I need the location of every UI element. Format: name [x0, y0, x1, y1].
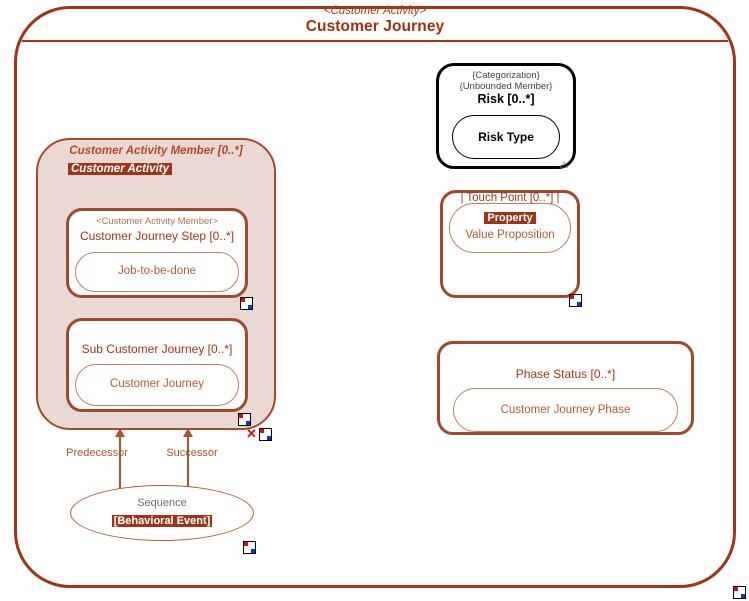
customer-activity-member-stereotype: Customer Activity Member [0..*]	[69, 145, 243, 157]
risk-name: Risk [0..*]	[477, 92, 535, 106]
page-stereotype: <Customer Activity>	[323, 5, 427, 17]
phase-status-name: Phase Status [0..*]	[515, 367, 616, 381]
resize-marker-icon[interactable]	[240, 297, 253, 310]
risk-type-pill[interactable]	[452, 115, 560, 159]
sequence-ellipse[interactable]	[70, 485, 254, 541]
job-to-be-done-pill[interactable]	[75, 252, 239, 292]
predecessor-label: Predecessor	[66, 447, 128, 459]
warning-icon: ⚠	[559, 160, 569, 171]
sequence-name: [Behavioral Event]	[70, 511, 254, 529]
sequence-stereotype: Sequence	[137, 497, 187, 509]
touch-point-property: Property	[440, 208, 580, 226]
risk-type-label: Risk Type	[478, 130, 534, 144]
resize-marker-icon[interactable]	[238, 413, 251, 426]
touch-point-name: | Touch Point [0..*] |	[460, 192, 560, 204]
sequence-name-label: [Behavioral Event]	[111, 515, 213, 527]
touch-point-property-label: Property	[484, 212, 536, 224]
successor-label: Successor	[166, 447, 218, 459]
value-proposition-label: Value Proposition	[465, 229, 555, 241]
predecessor-arrow-line	[119, 436, 121, 493]
customer-activity-member-name: Customer Activity	[0, 159, 240, 177]
customer-journey-step-name: Customer Journey Step [0..*]	[79, 229, 235, 243]
resize-marker-icon[interactable]	[243, 541, 256, 554]
risk-stereotype-categorization: {Categorization}	[472, 70, 540, 81]
risk-stereotype-unbounded-member: {Unbounded Member}	[459, 81, 553, 92]
customer-journey-step-stereotype: <Customer Activity Member>	[96, 216, 218, 227]
customer-activity-member-name-label: Customer Activity	[68, 163, 172, 175]
page-title: Customer Journey	[305, 18, 445, 35]
sub-customer-journey-name: Sub Customer Journey [0..*]	[81, 342, 233, 356]
resize-marker-icon[interactable]	[733, 586, 746, 599]
title-divider	[22, 40, 728, 42]
sub-customer-journey-pill[interactable]	[75, 364, 239, 406]
resize-marker-icon[interactable]	[569, 294, 582, 307]
predecessor-arrow-head	[115, 428, 125, 437]
value-proposition-pill[interactable]	[449, 203, 571, 253]
delete-icon[interactable]: ✕	[246, 426, 257, 441]
successor-arrow-head	[183, 428, 193, 437]
resize-marker-icon[interactable]	[259, 428, 272, 441]
sub-customer-journey-inner-label: Customer Journey	[110, 378, 204, 390]
successor-arrow-line	[187, 436, 189, 493]
customer-journey-phase-pill[interactable]	[453, 388, 678, 432]
customer-journey-phase-label: Customer Journey Phase	[500, 404, 631, 416]
job-to-be-done-label: Job-to-be-done	[118, 265, 196, 277]
